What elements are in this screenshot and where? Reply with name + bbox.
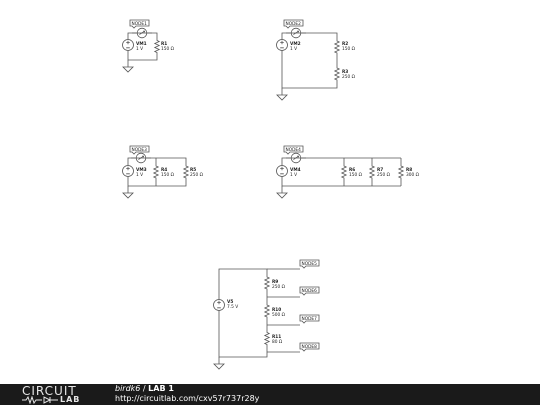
node-label-node7: NODE7	[302, 316, 318, 322]
source-vm3-value: 1 V	[136, 172, 143, 178]
resistor-r4-name: R4	[161, 167, 167, 173]
node-label-node8: NODE8	[302, 344, 318, 350]
resistor-r11	[263, 329, 271, 348]
resistor-r8	[397, 162, 405, 182]
resistor-r5-name: R5	[190, 167, 196, 173]
wire-c1-top	[127, 32, 158, 40]
voltage-source-vm2	[276, 39, 288, 51]
node-label-node3: NODE3	[132, 147, 148, 153]
voltage-source-v5	[213, 299, 225, 311]
node-label-node2: NODE2	[286, 21, 302, 27]
resistor-r1-value: 150 Ω	[161, 46, 175, 52]
resistor-r5-value: 250 Ω	[190, 172, 204, 178]
ammeter-icon-c1	[132, 27, 152, 39]
resistor-r4-value: 150 Ω	[161, 172, 175, 178]
wire-c2-top	[281, 32, 338, 40]
circuit-url[interactable]: http://circuitlab.com/cxv57r737r28y	[115, 394, 260, 403]
node-label-node4: NODE4	[286, 147, 302, 153]
resistor-r9	[263, 274, 271, 292]
resistor-r3-name: R3	[342, 69, 348, 75]
resistor-r6-name: R6	[349, 167, 355, 173]
node-label-node1-tag	[129, 19, 150, 29]
resistor-r10-value: 500 Ω	[272, 312, 286, 318]
logo-text-circuit: CIRCUIT	[22, 384, 77, 398]
resistor-r8-value: 300 Ω	[406, 172, 420, 178]
resistor-r5	[182, 162, 190, 182]
resistor-r10	[263, 302, 271, 320]
node-label-node5: NODE5	[302, 261, 318, 267]
resistor-r7-name: R7	[377, 167, 383, 173]
wire-c1-bottom	[127, 50, 158, 61]
ammeter-icon-c3	[131, 152, 151, 164]
ground-c5	[213, 361, 225, 370]
resistor-r11-value: 80 Ω	[272, 339, 283, 345]
logo-text-lab: LAB	[60, 395, 81, 404]
resistor-r7	[368, 162, 376, 182]
ground-c2	[276, 92, 288, 101]
circuitlab-logo[interactable]: CIRCUIT LAB	[22, 385, 92, 404]
node-label-node1: NODE1	[132, 21, 148, 27]
voltage-source-vm3	[122, 165, 134, 177]
voltage-source-vm4	[276, 165, 288, 177]
resistor-r3	[333, 64, 341, 84]
ground-c1	[122, 64, 134, 73]
wire-c4-top	[281, 157, 401, 166]
source-v5-value: 7.5 V	[227, 304, 238, 310]
resistor-r2-value: 150 Ω	[342, 46, 356, 52]
node-label-node5-tag	[299, 259, 320, 269]
resistor-r6-value: 150 Ω	[349, 172, 363, 178]
node-label-node7-tag	[299, 314, 320, 324]
source-vm2-value: 1 V	[290, 46, 297, 52]
source-vm3-name: VM3	[136, 167, 147, 173]
source-vm4-value: 1 V	[290, 172, 297, 178]
source-vm4-name: VM4	[290, 167, 301, 173]
resistor-r9-value: 250 Ω	[272, 284, 286, 290]
node-label-node3-tag	[129, 145, 150, 155]
circuit-meta: birdk6 / LAB 1 http://circuitlab.com/cxv…	[115, 384, 259, 404]
resistor-r6	[340, 162, 348, 182]
resistor-r11-name: R11	[272, 334, 281, 340]
resistor-r3-value: 250 Ω	[342, 74, 356, 80]
source-vm2-name: VM2	[290, 41, 301, 47]
resistor-r1	[153, 37, 161, 56]
node-label-node6-tag	[299, 286, 320, 296]
resistor-r2	[333, 38, 341, 56]
logo-wave-icon	[22, 396, 58, 404]
wire-c5-bottom	[218, 310, 268, 358]
voltage-source-vm1	[122, 39, 134, 51]
wire-c5-top	[218, 268, 268, 300]
node-label-node4-tag	[283, 145, 304, 155]
wire-c3-bottom	[127, 176, 187, 187]
wire-c3-top	[127, 157, 187, 166]
author-link[interactable]: birdk6	[115, 384, 141, 393]
resistor-r1-name: R1	[161, 41, 167, 47]
resistor-r4	[152, 162, 160, 182]
wire-c2-bottom	[281, 50, 338, 89]
ground-c4	[276, 190, 288, 199]
resistor-r2-name: R2	[342, 41, 348, 47]
footer-bar: CIRCUIT LAB birdk6 / LAB 1 http://circui…	[0, 384, 540, 405]
circuit-title: LAB 1	[148, 384, 174, 393]
ammeter-icon-c4	[286, 152, 306, 164]
node-label-node8-tag	[299, 342, 320, 352]
ammeter-icon-c2	[286, 27, 306, 39]
source-v5-name: V5	[227, 299, 233, 305]
meta-separator: /	[140, 384, 149, 393]
resistor-r9-name: R9	[272, 279, 278, 285]
node-label-node6: NODE6	[302, 288, 318, 294]
node-label-node2-tag	[283, 19, 304, 29]
resistor-r10-name: R10	[272, 307, 281, 313]
ground-c3	[122, 190, 134, 199]
source-vm1-name: VM1	[136, 41, 147, 47]
source-vm1-value: 1 V	[136, 46, 143, 52]
resistor-r8-name: R8	[406, 167, 412, 173]
resistor-r7-value: 250 Ω	[377, 172, 391, 178]
